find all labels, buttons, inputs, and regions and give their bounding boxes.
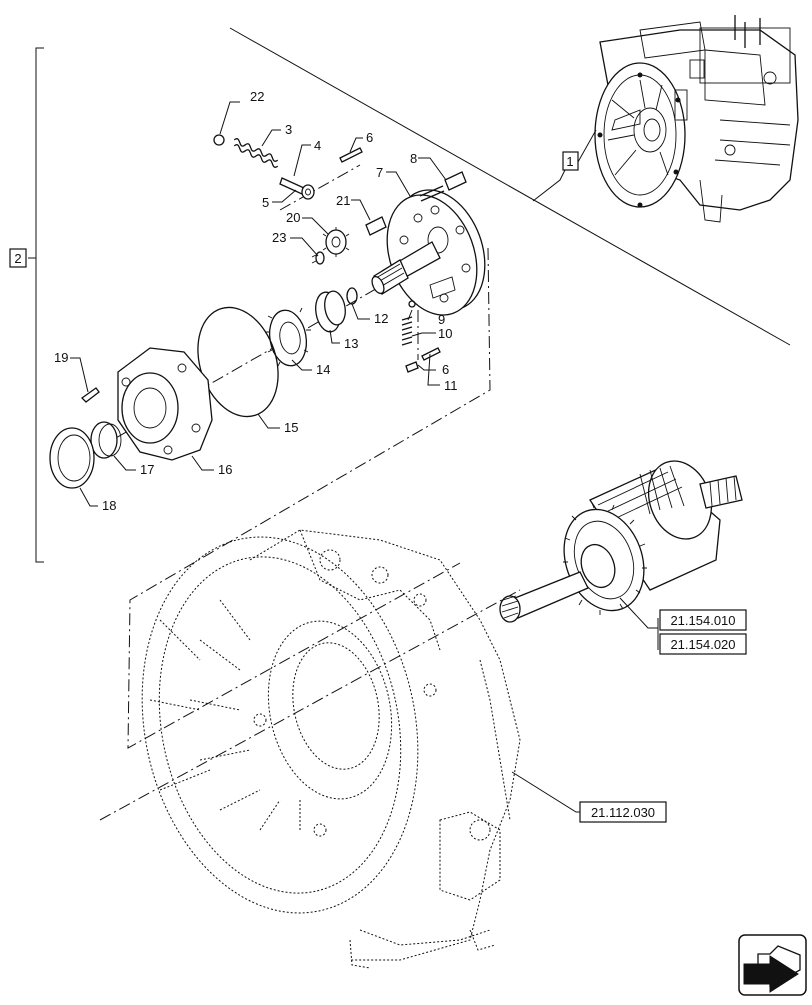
part-11-plug [405,361,419,373]
part-13-bushing [315,290,346,333]
callout-23[interactable]: 23 [272,230,286,245]
callout-18[interactable]: 18 [102,498,116,513]
part-14-gear [265,307,311,367]
callout-10[interactable]: 10 [438,326,452,341]
callout-6-lower[interactable]: 6 [442,362,449,377]
leader-lines [70,101,447,507]
part-12-ring [346,287,358,305]
center-axis [59,234,471,471]
callout-7[interactable]: 7 [376,165,383,180]
part-6-pin-top [339,147,363,163]
callout-11[interactable]: 11 [444,378,458,393]
callout-19[interactable]: 19 [54,350,68,365]
part-20-gear [322,227,350,257]
ref-21-154-020[interactable]: 21.154.020 [670,637,735,652]
part-22-ring [213,134,225,146]
ref-21-112-030[interactable]: 21.112.030 [591,805,655,820]
part-10-spring [401,316,413,346]
callout-2[interactable]: 2 [14,251,21,266]
group-bracket: 2 [9,47,44,563]
part-19-screw [80,387,100,403]
transmission-overview [594,15,799,223]
callout-20[interactable]: 20 [286,210,300,225]
part-17-seal [90,421,122,459]
callout-4[interactable]: 4 [314,138,321,153]
callout-21[interactable]: 21 [336,193,350,208]
callout-8[interactable]: 8 [410,151,417,166]
callout-15[interactable]: 15 [284,420,298,435]
part-8-bolt [419,171,467,202]
callout-16[interactable]: 16 [218,462,232,477]
callout-1-group: 1 [532,129,597,202]
transmission-housing [141,529,521,969]
arrow-down-left-icon[interactable] [738,934,807,996]
callout-numbers: 22 3 4 6 5 8 7 21 20 23 9 10 6 11 12 13 … [54,89,458,513]
callout-1[interactable]: 1 [566,154,573,169]
part-18-ring [49,427,95,489]
callout-13[interactable]: 13 [344,336,358,351]
lower-axis [99,589,521,821]
part-4-5-valve [279,177,315,200]
housing-ref: 21.112.030 [511,771,667,823]
callout-5[interactable]: 5 [262,195,269,210]
callout-6-top[interactable]: 6 [366,130,373,145]
part-3-spring [233,138,279,168]
callout-14[interactable]: 14 [316,362,330,377]
part-9-ball [408,300,416,308]
pump-shaft [371,241,441,295]
pump-group-enclosure [127,247,491,749]
callout-9[interactable]: 9 [438,312,445,327]
separator-line [229,27,791,346]
part-23 [311,251,325,265]
part-21-pin [365,216,387,236]
callout-17[interactable]: 17 [140,462,154,477]
part-6-pin-lower [421,347,441,361]
callout-22[interactable]: 22 [250,89,264,104]
ref-21-154-010[interactable]: 21.154.010 [670,613,735,628]
callout-12[interactable]: 12 [374,311,388,326]
part-16-cover [117,347,213,461]
callout-3[interactable]: 3 [285,122,292,137]
clutch-pack [499,460,743,623]
clutch-pack-refs: 21.154.010 21.154.020 [619,597,747,655]
